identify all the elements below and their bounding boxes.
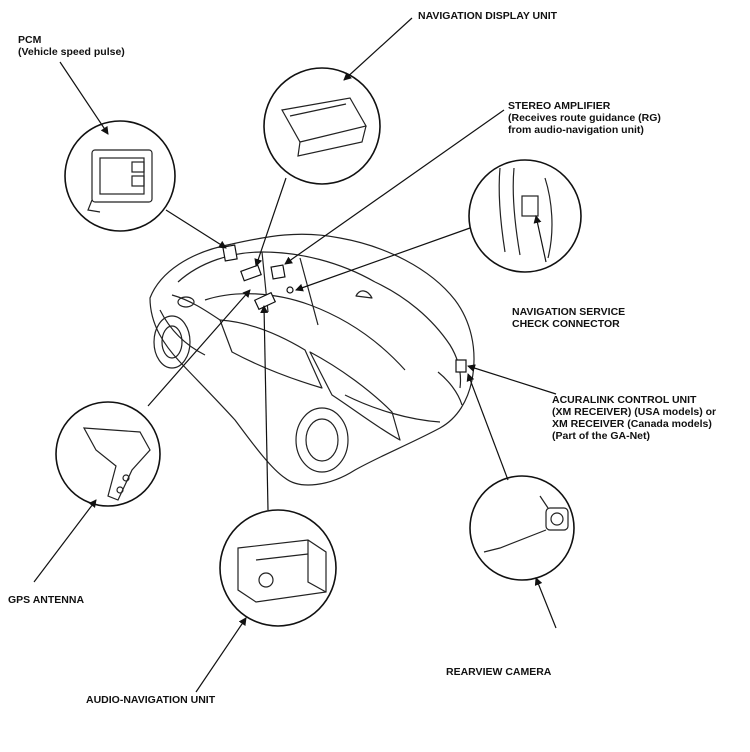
stereo-amplifier-label: STEREO AMPLIFIER (Receives route guidanc… bbox=[508, 100, 661, 136]
component-markers bbox=[222, 244, 467, 373]
gps-antenna-callout-circle bbox=[55, 401, 161, 507]
rearview-camera-label: REARVIEW CAMERA bbox=[446, 666, 552, 678]
pcm-label: PCM (Vehicle speed pulse) bbox=[18, 34, 125, 58]
stereo-amplifier-callout-circle bbox=[468, 159, 582, 273]
navigation-service-check-connector-line1: NAVIGATION SERVICE bbox=[512, 306, 626, 318]
pcm-label-title: PCM bbox=[18, 34, 42, 46]
navigation-display-callout-circle bbox=[263, 67, 381, 185]
stereo-amplifier-label-line3: from audio-navigation unit) bbox=[508, 124, 644, 136]
pcm-callout-circle bbox=[64, 120, 176, 232]
navigation-service-check-connector-line2: CHECK CONNECTOR bbox=[512, 318, 620, 330]
vehicle-outline bbox=[149, 233, 475, 486]
stereo-amplifier-label-line2: (Receives route guidance (RG) bbox=[508, 112, 661, 124]
navigation-display-unit-label: NAVIGATION DISPLAY UNIT bbox=[418, 10, 558, 22]
acuralink-control-unit-line3: XM RECEIVER (Canada models) bbox=[552, 418, 712, 430]
navigation-service-check-connector-label: NAVIGATION SERVICE CHECK CONNECTOR bbox=[512, 306, 625, 330]
acuralink-control-unit-line2: (XM RECEIVER) (USA models) or bbox=[552, 406, 717, 418]
gps-antenna-label: GPS ANTENNA bbox=[8, 594, 85, 606]
acuralink-control-unit-line4: (Part of the GA-Net) bbox=[552, 430, 650, 442]
leader-lines bbox=[33, 17, 557, 693]
pcm-label-sub: (Vehicle speed pulse) bbox=[18, 46, 125, 58]
rearview-camera-callout-circle bbox=[469, 475, 575, 581]
audio-navigation-unit-label: AUDIO-NAVIGATION UNIT bbox=[86, 694, 216, 706]
acuralink-control-unit-line1: ACURALINK CONTROL UNIT bbox=[552, 394, 697, 406]
stereo-amplifier-label-title: STEREO AMPLIFIER bbox=[508, 100, 611, 112]
audio-navigation-callout-circle bbox=[219, 509, 337, 627]
acuralink-control-unit-label: ACURALINK CONTROL UNIT (XM RECEIVER) (US… bbox=[552, 394, 716, 442]
